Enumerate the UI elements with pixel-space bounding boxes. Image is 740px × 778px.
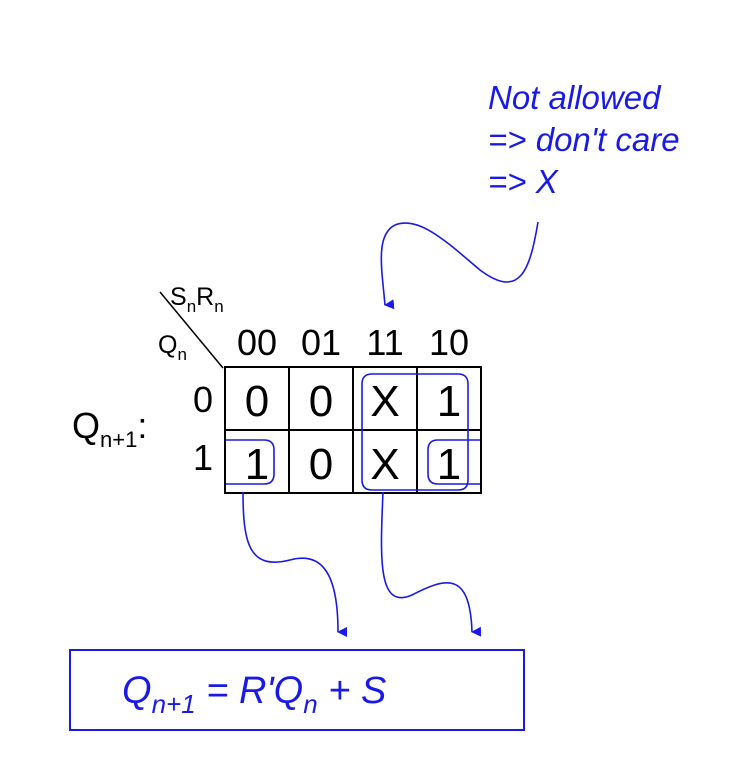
group-x-one-block: [361, 373, 469, 491]
row-header: 0: [193, 379, 213, 420]
column-header: 11: [366, 322, 403, 363]
annotation-line-1: Not allowed: [488, 79, 662, 116]
corner-label-sr: SnRn: [170, 283, 224, 316]
column-header: 10: [429, 322, 469, 363]
group-wrap-left: [226, 439, 275, 485]
row-headers: 0 1: [193, 379, 213, 478]
arrow-to-s: [380, 491, 482, 637]
column-header: 00: [237, 322, 277, 363]
annotation: Not allowed => don't care => X: [488, 79, 680, 200]
arrow-annotation-to-x: [380, 221, 539, 310]
corner-diagonal: [159, 291, 224, 369]
annotation-line-2: => don't care: [488, 121, 680, 158]
arrow-to-rq: [242, 491, 348, 637]
annotation-line-3: => X: [488, 163, 560, 200]
corner-label-q: Qn: [158, 331, 187, 364]
equation: Qn+1 = R'Qn + S: [122, 670, 386, 719]
kmap-output-label: Qn+1:: [72, 405, 147, 452]
kmap-cell: 0: [245, 377, 269, 426]
kmap-cell: 0: [309, 377, 333, 426]
kmap-cell: 1: [437, 440, 461, 489]
kmap-cell: X: [370, 440, 399, 489]
group-wrap-right: [427, 439, 480, 485]
column-header: 01: [301, 322, 341, 363]
kmap-cell: 0: [309, 440, 333, 489]
kmap-cells: 0 0 X 1 1 0 X 1: [245, 377, 461, 489]
kmap-cell: X: [370, 377, 399, 426]
kmap-cell: 1: [437, 377, 461, 426]
row-header: 1: [193, 437, 213, 478]
equation-box: [69, 649, 525, 731]
groupings: [226, 373, 480, 491]
column-headers: 00 01 11 10: [237, 322, 469, 363]
kmap-cell: 1: [245, 440, 269, 489]
kmap-grid: [224, 366, 482, 494]
